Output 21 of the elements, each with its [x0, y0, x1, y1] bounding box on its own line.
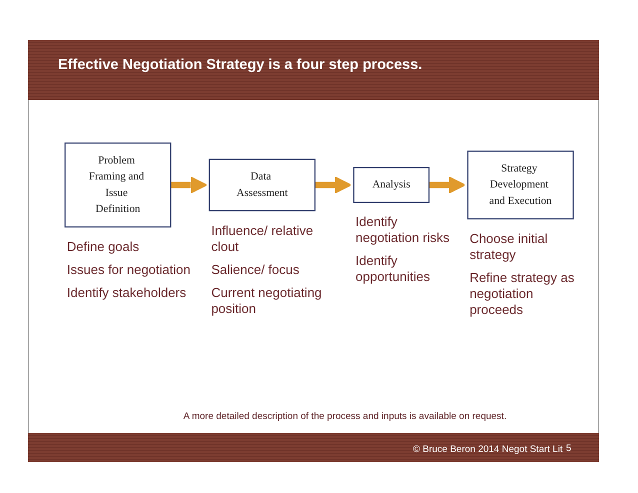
step-detail-text: Refine strategy as negotiation proceeds — [470, 270, 576, 318]
arrow — [428, 176, 466, 194]
step-detail-text: Influence/ relative clout — [211, 222, 314, 255]
step-detail-text: Salience/ focus — [211, 262, 300, 278]
process-box: Problem Framing and Issue Definition — [64, 142, 171, 228]
step-detail-text: Identify negotiation risks — [356, 214, 450, 246]
step-detail-text: Current negotiating position — [211, 284, 323, 317]
step-detail-text: Identify opportunities — [356, 253, 431, 286]
step-detail-text: Issues for negotiation — [66, 262, 192, 278]
page-number: 5 — [566, 443, 572, 454]
slide-title: Effective Negotiation Strategy is a four step process. — [58, 57, 422, 73]
arrow — [170, 176, 207, 194]
step-detail-text: Define goals — [66, 238, 140, 255]
step-detail-text: Identify stakeholders — [66, 284, 188, 301]
arrow — [314, 176, 352, 194]
process-box: Strategy Development and Execution — [466, 150, 574, 220]
footnote-text: A more detailed description of the process and inputs is available on request. — [182, 411, 508, 422]
step-detail-text: Choose initial strategy — [470, 230, 549, 263]
process-box: Analysis — [352, 166, 430, 204]
process-box: Data Assessment — [208, 158, 316, 212]
copyright-text: © Bruce Beron 2014 Negot Start Lit — [413, 444, 563, 455]
